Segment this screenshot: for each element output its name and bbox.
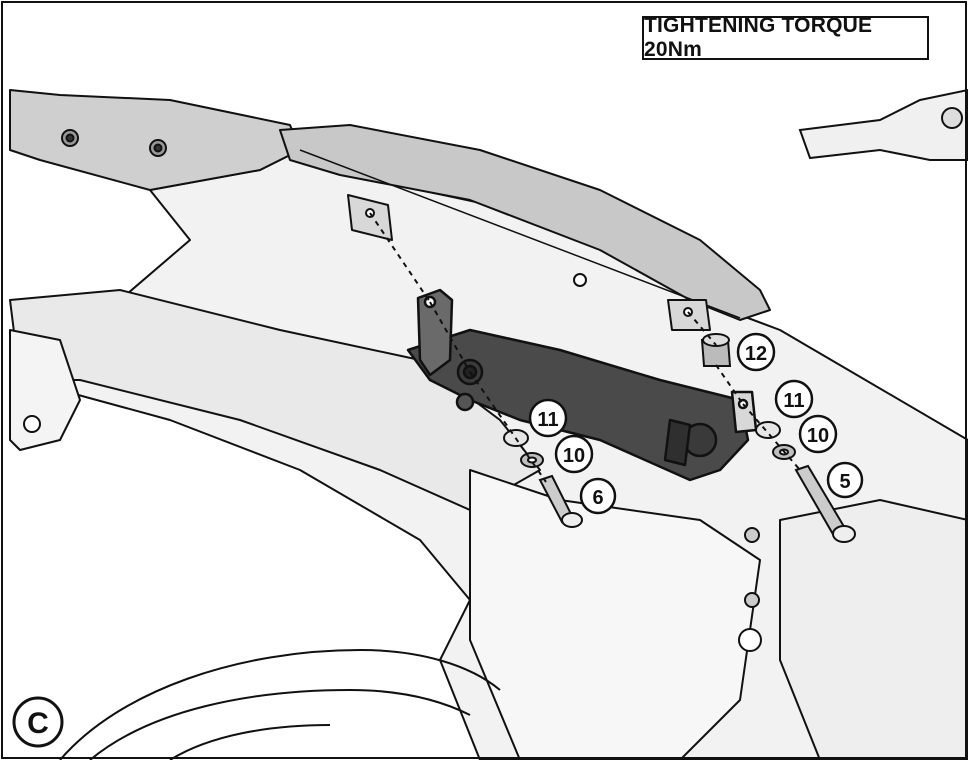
panel-bolt-2 — [744, 592, 760, 608]
turn-signal — [798, 88, 968, 161]
guide-lower-left — [469, 371, 547, 483]
panel-bolts — [23, 273, 762, 652]
bracket-slot — [663, 418, 692, 467]
signal-body — [798, 88, 968, 161]
guide-upper-left — [369, 212, 431, 303]
tail-body — [9, 149, 968, 760]
assembly-guides — [369, 212, 801, 483]
callout-12: 12 — [736, 332, 776, 372]
bracket-arm — [416, 288, 454, 377]
callout-10-right-label: 10 — [807, 425, 829, 447]
guide-lower-right — [742, 403, 801, 471]
callout-6: 6 — [579, 477, 617, 515]
wheel-arc-outer — [59, 648, 501, 760]
rail-edge-line — [299, 149, 741, 319]
callouts: 12 11 10 6 11 10 5 — [528, 332, 864, 515]
wheel-arc-rim — [169, 724, 331, 760]
torque-note: TIGHTENING TORQUE 20Nm — [642, 14, 929, 61]
screw-6-head — [561, 512, 583, 528]
rail-bolt-right-core — [153, 143, 163, 153]
frame-bolt — [23, 415, 41, 433]
washer-10-left-hole — [527, 456, 537, 464]
callout-10-left: 10 — [554, 434, 594, 474]
guide-bracket — [429, 301, 471, 373]
right-panel — [779, 499, 968, 760]
step-label: C — [12, 696, 64, 748]
callout-6-label: 6 — [592, 487, 603, 509]
screw-5-head — [832, 525, 856, 543]
panel-bolt-3 — [738, 628, 762, 652]
wheel — [59, 648, 501, 760]
step-label-text: C — [27, 707, 49, 740]
callout-5-label: 5 — [839, 471, 850, 493]
signal-lens — [941, 107, 963, 129]
guide-upper-right — [687, 311, 717, 346]
callout-5: 5 — [826, 461, 864, 499]
body-hole — [573, 273, 587, 287]
callout-12-label: 12 — [745, 343, 767, 365]
washer-11-right — [755, 421, 781, 439]
mounting-bracket — [406, 288, 758, 482]
wheel-arc-inner — [89, 688, 471, 760]
callout-11-left-label: 11 — [537, 409, 558, 431]
callout-11-right-label: 11 — [783, 390, 804, 412]
panel-bolt-1 — [744, 527, 760, 543]
callout-11-right: 11 — [774, 379, 814, 419]
guide-mid-right — [715, 364, 744, 405]
callout-10-right: 10 — [798, 414, 838, 454]
grab-rail — [9, 89, 771, 331]
rail-bolt-left-core — [65, 133, 75, 143]
bracket-tab — [730, 390, 758, 434]
callout-11-left: 11 — [528, 398, 568, 438]
bracket-bolt — [455, 392, 475, 412]
rail-main — [279, 124, 771, 321]
callout-10-left-label: 10 — [563, 445, 585, 467]
